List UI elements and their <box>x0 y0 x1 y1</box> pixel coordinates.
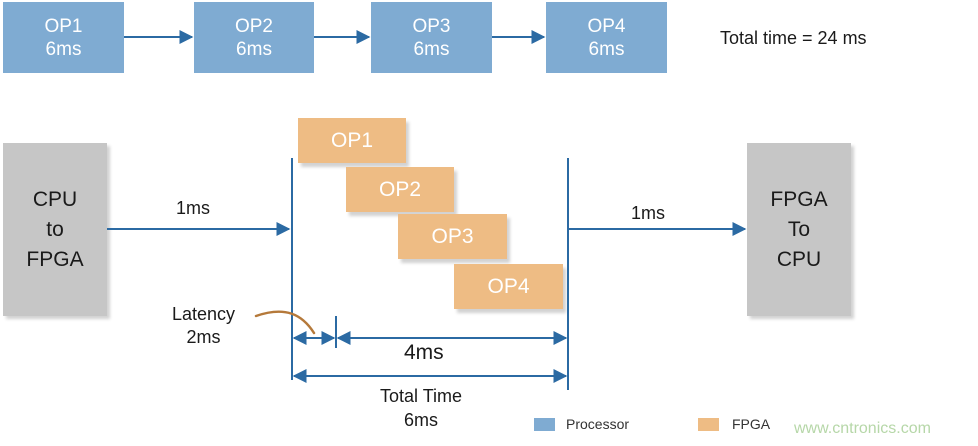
fpga-to-cpu-line3: CPU <box>776 247 822 271</box>
seq-op4-box: OP4 6ms <box>546 2 667 73</box>
legend-processor-label: Processor <box>566 416 630 432</box>
fpga-to-cpu-line1: FPGA <box>770 187 828 211</box>
latency-label-line2: 2ms <box>186 327 221 347</box>
cpu-to-fpga-line1: CPU <box>32 187 78 211</box>
transfer-out-label: 1ms <box>631 203 666 223</box>
seq-op2-box: OP2 6ms <box>194 2 314 73</box>
legend-processor-swatch <box>534 418 555 431</box>
seq-op3-box: OP3 6ms <box>371 2 492 73</box>
seq-op3-name: OP3 <box>412 15 451 37</box>
total-time-line2: 6ms <box>404 410 439 430</box>
fpga-to-cpu-box: FPGA To CPU <box>747 143 851 316</box>
seq-op4-name: OP4 <box>587 15 626 37</box>
seq-op3-time: 6ms <box>413 38 450 60</box>
seq-op1-name: OP1 <box>44 15 83 37</box>
total-time-line1: Total Time <box>380 386 463 406</box>
cpu-to-fpga-box: CPU to FPGA <box>3 143 107 316</box>
fpga-op1-box: OP1 <box>298 118 406 163</box>
cpu-to-fpga-line3: FPGA <box>26 247 84 271</box>
latency-label-line1: Latency <box>172 304 236 324</box>
fpga-op3-box: OP3 <box>398 214 507 259</box>
watermark-text: www.cntronics.com <box>794 420 931 437</box>
legend-fpga-swatch <box>698 418 719 431</box>
seq-op1-time: 6ms <box>45 38 82 60</box>
fpga-op2-box: OP2 <box>346 167 454 212</box>
sequential-total-label: Total time = 24 ms <box>720 28 867 48</box>
transfer-in-label: 1ms <box>176 198 211 218</box>
fpga-to-cpu-line2: To <box>787 217 811 241</box>
legend-fpga-label: FPGA <box>732 416 771 432</box>
fpga-op4-box: OP4 <box>454 264 563 309</box>
seq-op2-name: OP2 <box>234 15 274 37</box>
latency-label: Latency 2ms <box>172 303 235 349</box>
seq-op4-time: 6ms <box>588 38 625 60</box>
span-label: 4ms <box>404 341 444 364</box>
total-time-label: Total Time 6ms <box>380 384 462 432</box>
seq-op1-box: OP1 6ms <box>3 2 124 73</box>
latency-callout-curve <box>254 310 316 335</box>
seq-op2-time: 6ms <box>236 38 272 60</box>
cpu-to-fpga-line2: to <box>46 217 64 241</box>
